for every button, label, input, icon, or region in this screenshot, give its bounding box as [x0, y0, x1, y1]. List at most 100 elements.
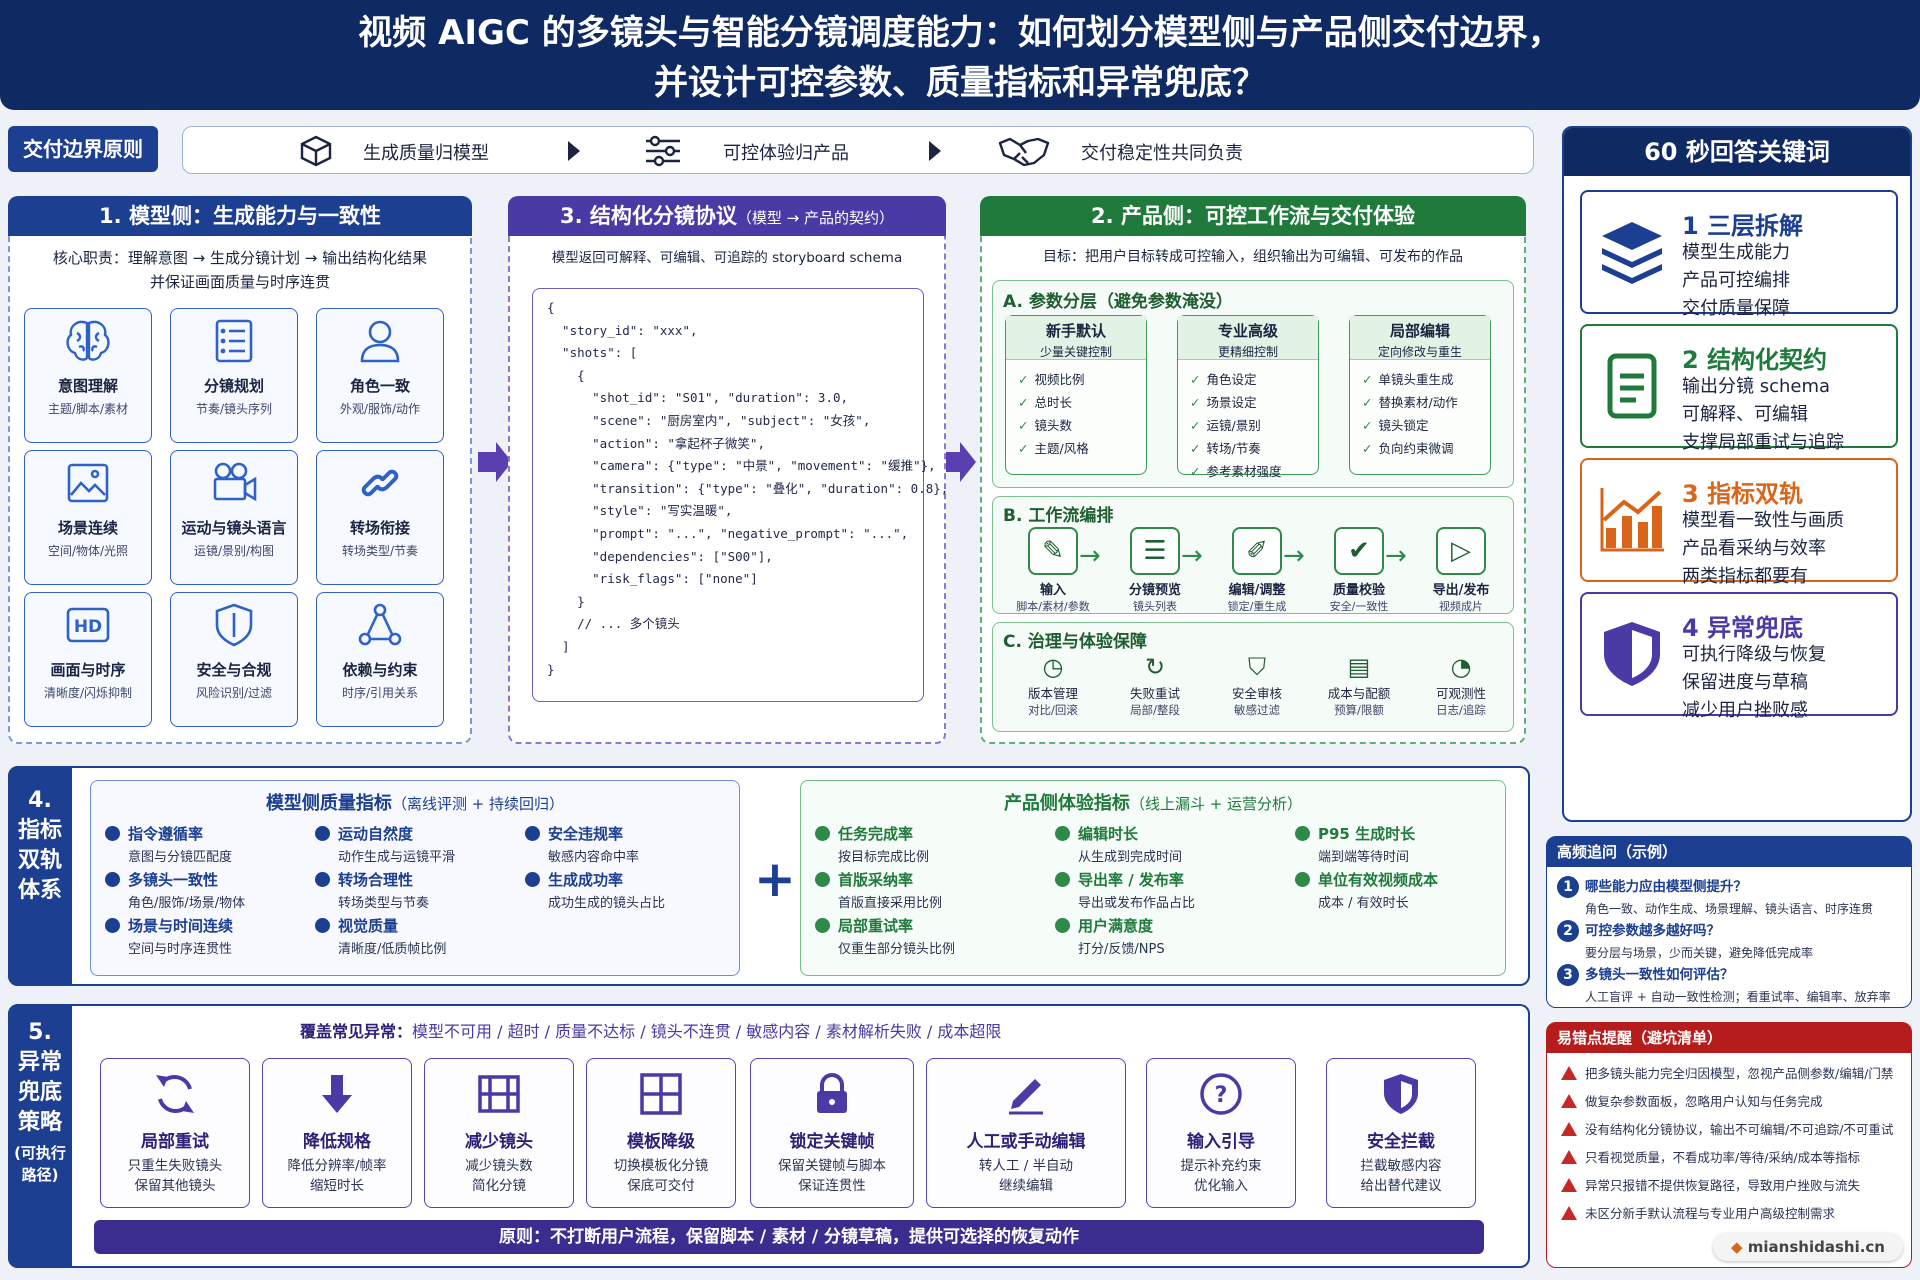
link-icon	[317, 451, 443, 511]
workflow-step: ✔质量校验安全/一致性	[1319, 527, 1399, 614]
governance-item: ◷版本管理对比/回滚	[1003, 653, 1103, 718]
code-line: "dependencies": ["S00"],	[547, 548, 773, 564]
exception-strategy-title: 安全拦截	[1367, 1132, 1435, 1152]
keyword-line: 产品可控编排	[1682, 270, 1790, 291]
pencil-icon	[927, 1059, 1125, 1121]
metric-desc: 成功生成的镜头占比	[548, 896, 666, 911]
protocol-desc: 模型返回可解释、可编辑、可追踪的 storyboard schema	[551, 250, 903, 266]
param-column-title: 专业高级	[1217, 322, 1278, 340]
workflow-step-icon: ▷	[1436, 527, 1486, 575]
page-title-line1: 视频 AIGC 的多镜头与智能分镜调度能力：如何划分模型侧与产品侧交付边界，	[358, 13, 1562, 53]
metric-item: 用户满意度打分/反馈/NPS	[1055, 915, 1255, 957]
code-line: "story_id": "xxx",	[547, 322, 698, 338]
code-line: ]	[547, 638, 570, 654]
governance-item: ▤成本与配额预算/限额	[1309, 653, 1409, 718]
exception-strategy-desc: 只重生失败镜头	[127, 1158, 223, 1174]
check-icon: ✓	[1190, 372, 1201, 387]
pitfall-text: 做复杂参数面板，忽略用户认知与任务完成	[1585, 1094, 1823, 1109]
exception-strategy-card: 局部重试只重生失败镜头保留其他镜头	[100, 1058, 250, 1208]
principle-bar: 生成质量归模型 可控体验归产品 交付稳定性共同负责	[182, 126, 1534, 174]
exception-strategy-title: 输入引导	[1187, 1132, 1255, 1152]
param-item: ✓负向约束微调	[1362, 437, 1490, 460]
metric-desc: 动作生成与运镜平滑	[338, 850, 456, 865]
metric-item: 编辑时长从生成到完成时间	[1055, 823, 1255, 865]
workflow-step-icon: ☰	[1130, 527, 1180, 575]
code-line: {	[547, 300, 555, 315]
hd-icon: HD	[25, 593, 151, 653]
metric-desc: 转场类型与节奏	[338, 896, 430, 911]
capability-desc: 运镜/景别/构图	[193, 544, 275, 558]
exception-strategy-title: 锁定关键帧	[789, 1132, 875, 1152]
code-line: "shots": [	[547, 345, 638, 361]
followup-number: 2	[1557, 920, 1579, 942]
lock-icon	[751, 1059, 913, 1121]
metrics-label-3: 体系	[17, 878, 62, 903]
followup-number: 3	[1557, 964, 1579, 986]
param-item-label: 转场/节奏	[1206, 441, 1261, 456]
followup-question: 多镜头一致性如何评估？	[1585, 967, 1734, 983]
metric-item: 指令遵循率意图与分镜匹配度	[105, 823, 305, 865]
check-icon: ✓	[1018, 372, 1029, 387]
exceptions-principle: 原则：不打断用户流程，保留脚本 / 素材 / 分镜草稿，提供可选择的恢复动作	[94, 1220, 1484, 1254]
protocol-title-sub: （模型 → 产品的契约）	[736, 209, 894, 227]
product-goal: 目标：把用户目标转成可控输入，组织输出为可编辑、可发布的作品	[1043, 249, 1463, 265]
governance-item: ◔可观测性日志/追踪	[1411, 653, 1511, 718]
param-item: ✓镜头锁定	[1362, 414, 1490, 437]
metric-name: 多镜头一致性	[128, 871, 219, 889]
governance-desc: 预算/限额	[1334, 703, 1384, 717]
capability-desc: 节奏/镜头序列	[195, 402, 273, 416]
product-metrics-sub: （线上漏斗 + 运营分析）	[1129, 795, 1303, 813]
principle-item-model: 生成质量归模型	[363, 143, 489, 164]
camera-icon	[171, 451, 297, 511]
governance-icon: ◷	[1042, 653, 1064, 681]
model-duty-line1: 核心职责：理解意图 → 生成分镜计划 → 输出结构化结果	[52, 249, 428, 267]
metrics-label-num: 4.	[28, 788, 52, 813]
model-capability-grid: 意图理解主题/脚本/素材分镜规划节奏/镜头序列角色一致外观/服饰/动作场景连续空…	[24, 308, 464, 738]
metric-item: P95 生成时长端到端等待时间	[1295, 823, 1495, 865]
param-item-label: 场景设定	[1206, 395, 1257, 410]
principle-tag: 交付边界原则	[8, 126, 158, 172]
metric-name: 用户满意度	[1078, 917, 1154, 935]
capability-title: 安全与合规	[196, 661, 272, 679]
exception-strategy-card: ?输入引导提示补充约束优化输入	[1146, 1058, 1296, 1208]
workflow-step-title: 分镜预览	[1128, 583, 1181, 598]
code-line: {	[547, 367, 585, 383]
pitfall-item: 把多镜头能力完全归因模型，忽视产品侧参数/编辑/门禁	[1561, 1063, 1893, 1082]
document-icon	[1596, 350, 1668, 426]
keyword-title: 2 结构化契约	[1682, 340, 1827, 375]
model-side-title: 1. 模型侧：生成能力与一致性	[8, 196, 472, 236]
metric-item: 任务完成率按目标完成比例	[815, 823, 1015, 865]
workflow-step-desc: 视频成片	[1439, 600, 1483, 613]
exception-strategy-title: 模板降级	[627, 1132, 695, 1152]
arrow-right-icon: →	[1283, 541, 1305, 571]
capability-title: 场景连续	[57, 519, 118, 537]
metric-item: 视觉质量清晰度/低质帧比例	[315, 915, 515, 957]
check-circle-icon	[815, 826, 830, 841]
metric-item: 首版采纳率首版直接采用比例	[815, 869, 1015, 911]
metric-name: P95 生成时长	[1318, 825, 1416, 843]
pitfall-item: 做复杂参数面板，忽略用户认知与任务完成	[1561, 1091, 1823, 1110]
param-column: 专业高级更精细控制✓角色设定✓场景设定✓运镜/景别✓转场/节奏✓参考素材强度	[1177, 315, 1319, 479]
exception-strategy-desc: 保留关键帧与脚本	[778, 1158, 886, 1174]
exception-strategy-desc: 保留其他镜头	[134, 1178, 216, 1194]
exception-strategy-title: 人工或手动编辑	[966, 1132, 1086, 1152]
warning-icon	[1561, 1178, 1577, 1192]
followup-question: 可控参数越多越好吗？	[1585, 923, 1720, 939]
capability-desc: 转场类型/节奏	[341, 544, 419, 558]
exceptions-label-sub2: 路径)	[21, 1166, 59, 1184]
sliders-icon	[646, 135, 680, 167]
param-column-sub: 更精细控制	[1217, 345, 1278, 359]
capability-title: 分镜规划	[203, 377, 264, 395]
plus-icon: +	[754, 850, 796, 908]
metric-desc: 意图与分镜匹配度	[128, 850, 233, 865]
exceptions-label-2: 兜底	[17, 1080, 62, 1105]
exception-strategy-desc: 保证连贯性	[798, 1178, 866, 1194]
metric-desc: 仅重生部分镜头比例	[838, 942, 956, 957]
exception-strategy-desc: 优化输入	[1194, 1178, 1248, 1194]
code-line: "prompt": "...", "negative_prompt": "...…	[547, 525, 909, 541]
check-icon: ✓	[1018, 418, 1029, 433]
exception-strategy-title: 降低规格	[303, 1132, 371, 1152]
exceptions-label-3: 策略	[17, 1110, 62, 1135]
model-metrics-sub: （离线评测 + 持续回归）	[391, 795, 565, 813]
